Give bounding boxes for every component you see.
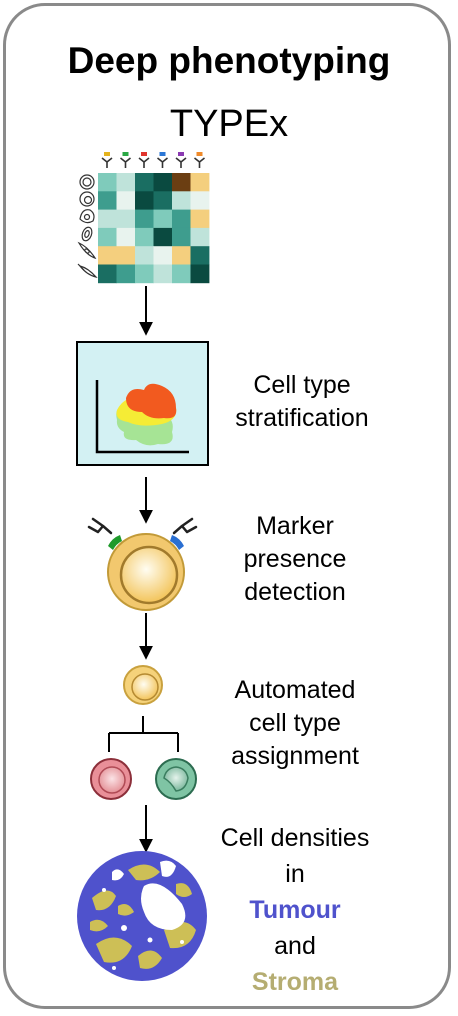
heatmap-cell: [98, 246, 117, 265]
heatmap-cell: [116, 264, 136, 284]
heatmap-cell: [153, 191, 173, 210]
heatmap-cell: [172, 264, 191, 284]
heatmap-cell: [98, 264, 117, 284]
heatmap-cell: [172, 209, 191, 229]
antibody-red-icon: [138, 152, 150, 168]
cell-type-stratification-plot: [76, 341, 209, 466]
assignment-tree: [108, 716, 179, 752]
page-title: Deep phenotyping: [67, 40, 391, 81]
heatmap-cell: [190, 209, 210, 229]
heatmap-cell: [135, 173, 154, 192]
heatmap-cell: [172, 173, 191, 192]
marker-heatmap: [98, 173, 210, 284]
heatmap-cell: [98, 173, 117, 192]
heatmap-cell: [98, 209, 117, 229]
antibody-yellow-icon: [101, 152, 113, 168]
cluster-red: [126, 383, 177, 419]
heatmap-cell: [135, 246, 154, 265]
round-cell-icon: [79, 174, 95, 190]
heatmap-cell: [190, 191, 210, 210]
heatmap-cell: [135, 209, 154, 229]
tissue-density-map: [77, 851, 207, 981]
heatmap-cell: [190, 173, 210, 192]
heatmap-cell: [190, 227, 210, 247]
spindle-cell-icon: [77, 241, 97, 260]
antibody-icon-row: [101, 152, 205, 168]
antibody-right-icon: [172, 517, 198, 535]
heatmap-cell: [172, 246, 191, 265]
step-label-densities: Cell densities in Tumour and Stroma: [205, 820, 385, 1000]
antibody-green-icon: [120, 152, 131, 168]
heatmap-cell: [116, 209, 136, 229]
antibody-blue-icon: [157, 152, 168, 168]
tool-name: TYPEx: [169, 103, 289, 145]
oval-cell-icon: [81, 226, 93, 242]
stroma-label: Stroma: [251, 968, 339, 996]
heatmap-cell: [172, 191, 191, 210]
heatmap-cell: [116, 173, 136, 192]
step-label-stratification: Cell type stratification: [235, 371, 369, 432]
heatmap-cell: [153, 227, 173, 247]
cell-type-green: [155, 758, 197, 800]
heatmap-cell: [116, 246, 136, 265]
heatmap-cell: [135, 191, 154, 210]
antibody-orange-icon: [194, 152, 205, 168]
heatmap-cell: [116, 191, 136, 210]
step-label-assignment: Automated cell type assignment: [231, 676, 359, 770]
nucleated-cell-icon: [79, 191, 95, 207]
step-label-marker-detection: Marker presence detection: [243, 512, 347, 606]
heatmap-cell: [98, 191, 117, 210]
outer-frame: [3, 3, 451, 1009]
heatmap-cell: [172, 227, 191, 247]
antibody-left-icon: [87, 517, 113, 535]
cell-type-red: [90, 758, 132, 800]
heatmap-cell: [116, 227, 136, 247]
marker-detection-cell: [87, 517, 198, 611]
irregular-cell-icon: [79, 209, 95, 224]
heatmap-cell: [190, 246, 210, 265]
heatmap-cell: [98, 227, 117, 247]
unassigned-cell: [123, 665, 163, 705]
heatmap-cell: [153, 209, 173, 229]
heatmap-cell: [135, 264, 154, 284]
blue-marker-patch: [170, 535, 184, 550]
heatmap-cell: [135, 227, 154, 247]
green-marker-patch: [108, 535, 122, 550]
elongated-cell-icon: [77, 263, 98, 278]
tumour-label: Tumour: [249, 896, 341, 924]
antibody-purple-icon: [175, 152, 187, 168]
cell-shape-icons: [77, 174, 98, 278]
heatmap-cell: [153, 173, 173, 192]
heatmap-cell: [153, 246, 173, 265]
heatmap-cell: [153, 264, 173, 284]
heatmap-cell: [190, 264, 210, 284]
